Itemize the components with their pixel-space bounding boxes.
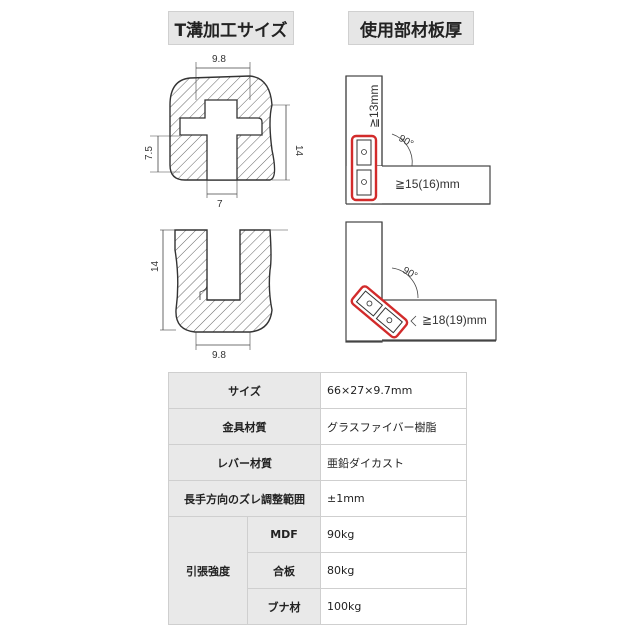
dim-height-right: 14 xyxy=(293,145,304,157)
beech-label: ブナ材 xyxy=(247,588,321,625)
spec-table: サイズ 66×27×9.7mm 金具材質 グラスファイバー樹脂 レバー材質 亜鉛… xyxy=(168,372,467,625)
t-groove-profile xyxy=(169,75,276,181)
lever-material-label: レバー材質 xyxy=(168,444,321,481)
fitting-material-label: 金具材質 xyxy=(168,408,321,445)
t-groove-dimensions: 9.8 14 7.5 7 xyxy=(144,54,304,210)
u-groove-profile xyxy=(174,229,273,333)
t-groove-size-heading: T溝加工サイズ xyxy=(168,11,294,45)
angle-top: 90° xyxy=(397,133,416,150)
adjust-range-label: 長手方向のズレ調整範囲 xyxy=(168,480,321,517)
angle-bottom: 90° xyxy=(401,265,420,282)
dim-slot-height: 7.5 xyxy=(144,146,155,160)
table-row: 合板 80kg xyxy=(169,552,467,589)
horizontal-bottom-thickness: ≧18(19)mm xyxy=(422,313,487,327)
adjust-range-value: ±1mm xyxy=(320,480,467,517)
beech-value: 100kg xyxy=(320,588,467,625)
dim-slot-width: 7 xyxy=(217,199,223,210)
mdf-value: 90kg xyxy=(320,516,467,553)
table-row: サイズ 66×27×9.7mm xyxy=(168,372,467,409)
plywood-value: 80kg xyxy=(320,552,467,589)
table-row: 長手方向のズレ調整範囲 ±1mm xyxy=(168,480,467,517)
vertical-min-thickness: ≧13mm xyxy=(367,85,381,128)
horizontal-top-thickness: ≧15(16)mm xyxy=(395,177,460,191)
fitting-material-value: グラスファイバー樹脂 xyxy=(320,408,467,445)
size-label: サイズ xyxy=(168,372,321,409)
size-value: 66×27×9.7mm xyxy=(320,372,467,409)
dim-top-width: 9.8 xyxy=(212,54,226,65)
l-joint-bottom: 90° ≧18(19)mm xyxy=(345,221,497,343)
mdf-label: MDF xyxy=(247,516,321,553)
u-groove-dimensions: 14 9.8 xyxy=(150,229,288,361)
table-row: 引張強度 MDF 90kg xyxy=(168,516,467,625)
plywood-label: 合板 xyxy=(247,552,321,589)
technical-drawings: 9.8 14 7.5 7 14 9.8 xyxy=(144,54,497,361)
dim-height-left: 14 xyxy=(150,260,161,272)
dim-bottom-width: 9.8 xyxy=(212,350,226,361)
l-joint-top: 90° ≧13mm ≧15(16)mm xyxy=(345,75,491,205)
table-row: 金具材質 グラスファイバー樹脂 xyxy=(168,408,467,445)
lever-material-value: 亜鉛ダイカスト xyxy=(320,444,467,481)
table-row: レバー材質 亜鉛ダイカスト xyxy=(168,444,467,481)
table-row: ブナ材 100kg xyxy=(169,588,467,625)
tensile-strength-label: 引張強度 xyxy=(168,516,248,625)
board-thickness-heading: 使用部材板厚 xyxy=(348,11,474,45)
